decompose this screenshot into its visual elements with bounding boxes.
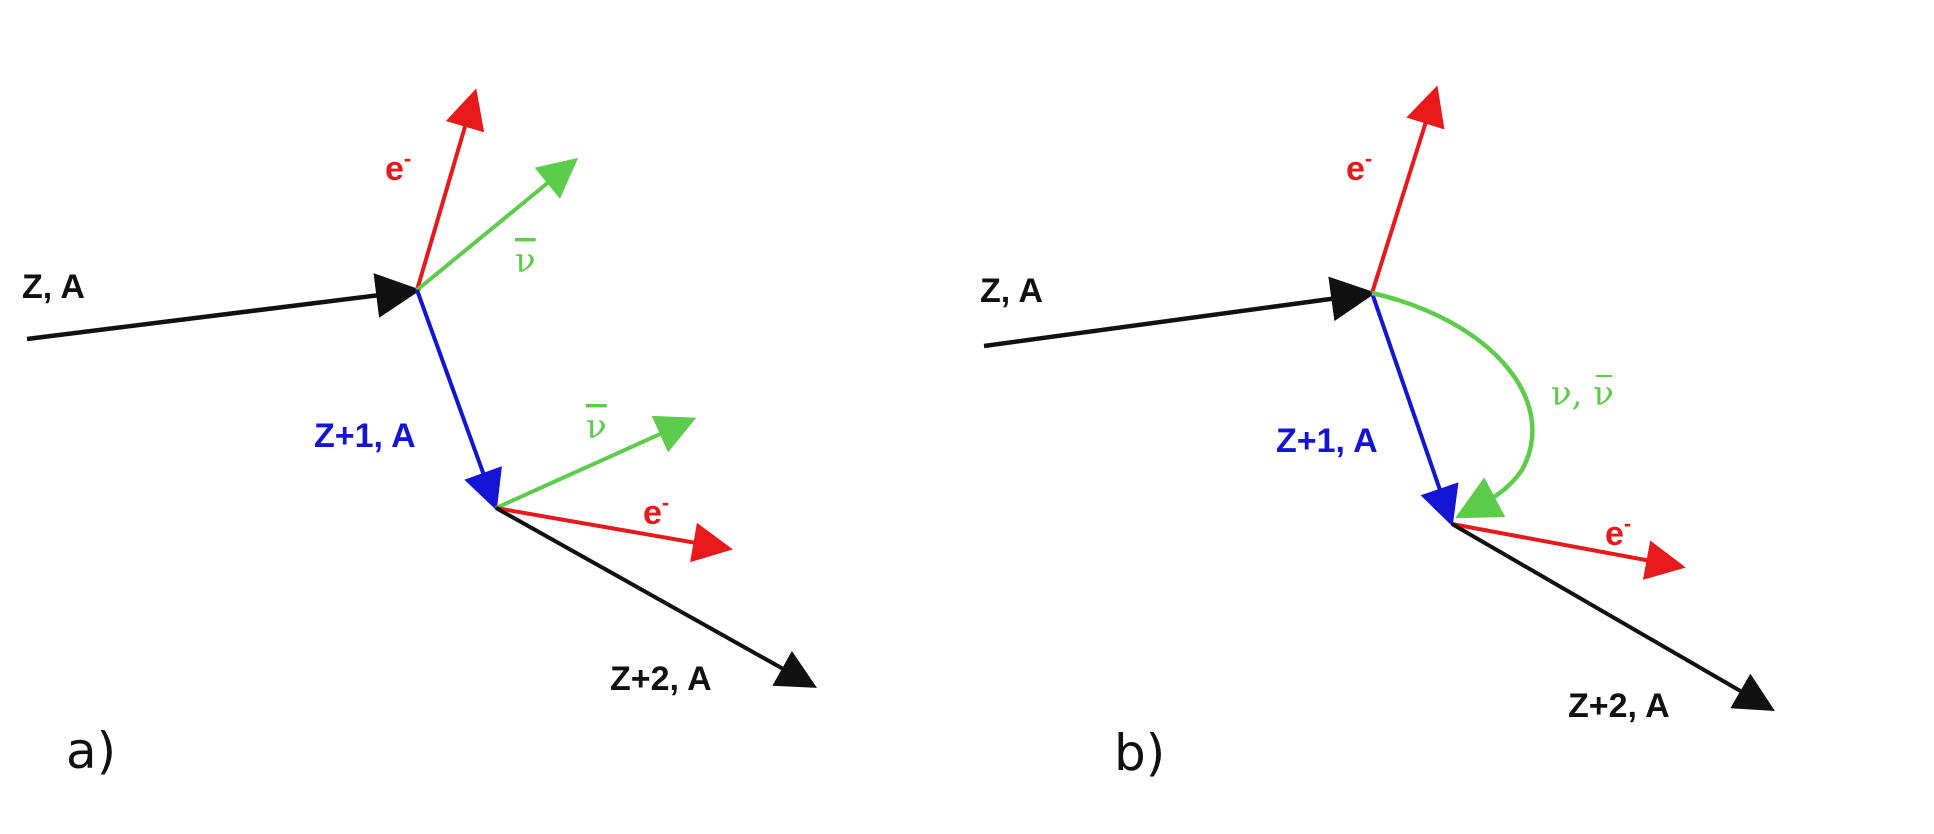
electron-symbol: e xyxy=(1346,150,1365,188)
initial-nucleus-arrow xyxy=(26,273,421,342)
virtual-neutrino-arc xyxy=(1371,290,1535,519)
intermediate-nucleus-arrow xyxy=(415,289,502,511)
panel-b: Z, A e- ν, ν Z+1, A e- Z+2, A b) xyxy=(980,85,1775,782)
final-nucleus-label: Z+2, A xyxy=(610,660,712,698)
final-nucleus-arrow xyxy=(495,506,817,688)
electron-arrow-2 xyxy=(1451,522,1686,580)
electron-charge: - xyxy=(1365,146,1372,171)
electron-label-1: e- xyxy=(385,146,411,188)
electron-arrow-1 xyxy=(415,88,485,291)
antineutrino-label-1: ν xyxy=(515,241,536,281)
electron-arrow-2 xyxy=(495,506,733,563)
panel-b-label: b) xyxy=(1114,724,1165,782)
initial-nucleus-arrow xyxy=(983,276,1376,349)
electron-charge: - xyxy=(404,146,411,171)
panel-a: Z, A e- ν Z+1, A ν e- Z+2, A a) xyxy=(22,88,817,780)
antineutrino-arrow-1 xyxy=(415,157,579,292)
electron-symbol: e xyxy=(643,494,662,532)
electron-charge: - xyxy=(1624,511,1631,536)
electron-arrow-1 xyxy=(1370,85,1445,294)
intermediate-nucleus-arrow xyxy=(1370,292,1459,527)
panel-a-label: a) xyxy=(66,722,116,780)
electron-symbol: e xyxy=(1605,515,1624,553)
electron-label-2: e- xyxy=(643,490,669,532)
neutrino-text: ν, ν xyxy=(1551,374,1614,414)
electron-label-2: e- xyxy=(1605,511,1631,553)
electron-symbol: e xyxy=(385,150,404,188)
initial-nucleus-label: Z, A xyxy=(22,268,85,306)
antineutrino-arrow-2 xyxy=(495,415,697,510)
initial-nucleus-label: Z, A xyxy=(980,272,1043,310)
final-nucleus-label: Z+2, A xyxy=(1568,687,1670,725)
final-nucleus-arrow xyxy=(1450,522,1775,712)
antineutrino-label-2: ν xyxy=(586,407,607,447)
intermediate-nucleus-label: Z+1, A xyxy=(314,417,416,455)
neutrino-label: ν, ν xyxy=(1551,374,1614,414)
electron-charge: - xyxy=(662,490,669,515)
electron-label-1: e- xyxy=(1346,146,1372,188)
intermediate-nucleus-label: Z+1, A xyxy=(1276,422,1378,460)
